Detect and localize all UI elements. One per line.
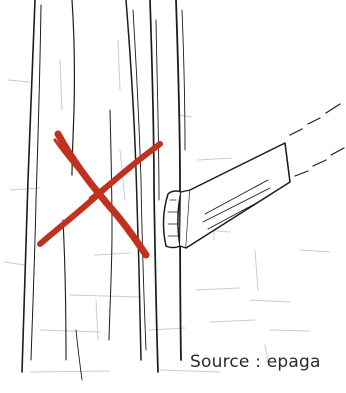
source-caption: Source : epaga (190, 352, 321, 372)
brush-tool-icon (164, 104, 344, 248)
